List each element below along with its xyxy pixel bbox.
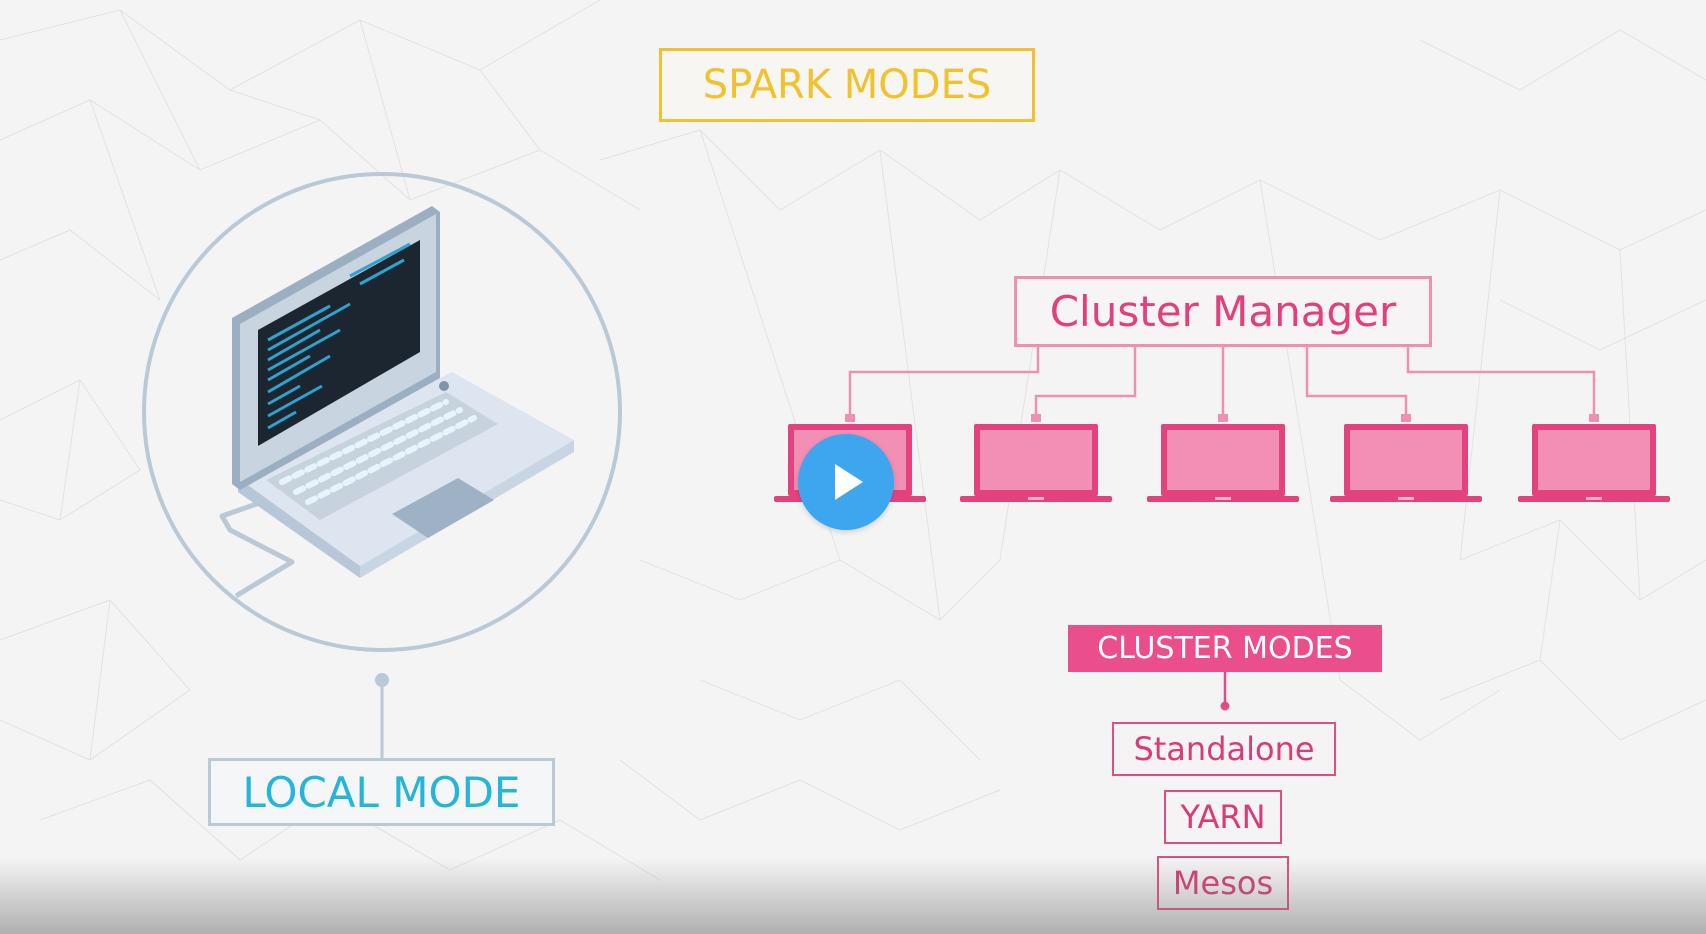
local-mode-circle: [142, 172, 622, 652]
play-button[interactable]: [798, 434, 894, 530]
worker-laptop-icon: [1330, 414, 1482, 502]
cluster-connectors: [848, 347, 1596, 414]
mode-mesos: Mesos: [1157, 856, 1289, 910]
cluster-manager-box: Cluster Manager: [1014, 276, 1432, 347]
cluster-modes-connector-dot: [1220, 701, 1230, 711]
worker-laptop-icon: [1147, 414, 1299, 502]
mode-standalone: Standalone: [1112, 722, 1336, 776]
mode-yarn: YARN: [1164, 790, 1282, 844]
laptop-cable: [219, 497, 295, 599]
worker-laptop-icon: [1518, 414, 1670, 502]
spark-modes-title: SPARK MODES: [659, 48, 1035, 122]
laptop-icon: [232, 206, 574, 578]
worker-laptop-icon: [960, 414, 1112, 502]
worker-laptops: [774, 414, 1670, 502]
play-icon: [835, 464, 863, 500]
local-mode-label: LOCAL MODE: [208, 758, 555, 826]
local-mode-connector-dot: [375, 673, 389, 687]
cluster-modes-badge: CLUSTER MODES: [1068, 625, 1382, 672]
